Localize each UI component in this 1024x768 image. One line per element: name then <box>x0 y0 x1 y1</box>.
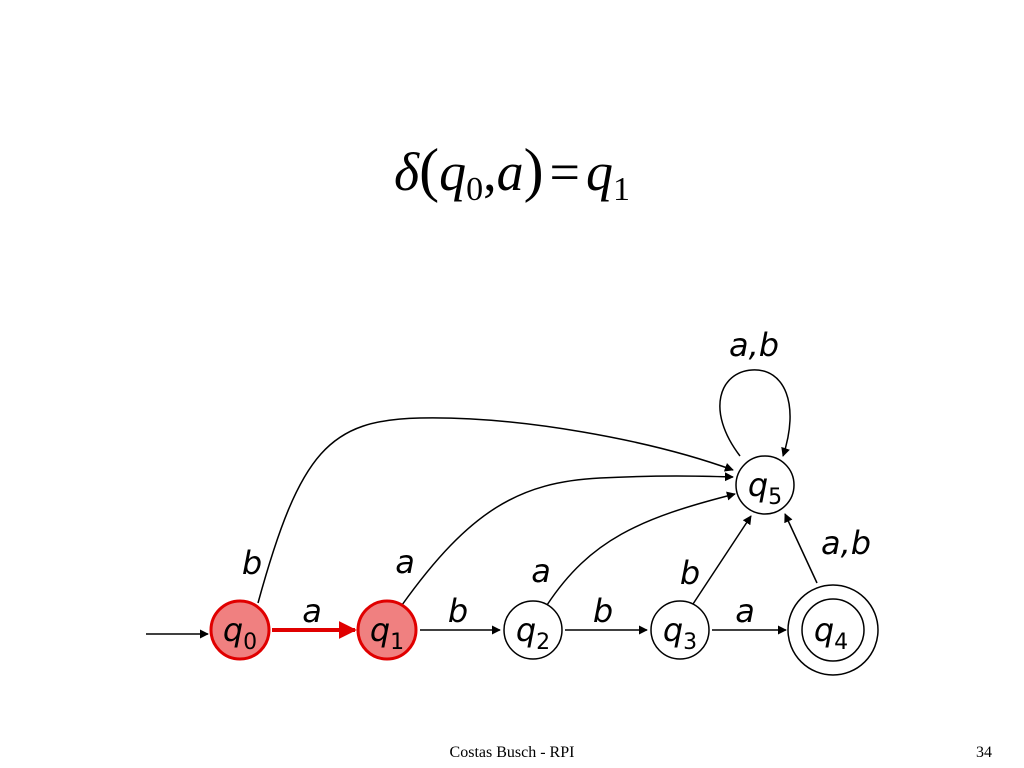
svg-text:q3: q3 <box>663 611 697 655</box>
label-q2-q3: b <box>593 592 613 630</box>
svg-text:q2: q2 <box>516 611 550 655</box>
state-q0-index: 0 <box>243 630 257 655</box>
label-q3-q5: b <box>680 554 700 592</box>
edge-q0-q5 <box>257 417 734 604</box>
svg-text:q0: q0 <box>223 611 257 655</box>
state-q5: q5 <box>735 455 795 515</box>
open-paren: ( <box>419 137 440 203</box>
label-q5-self-loop: a,b <box>729 326 779 364</box>
page-number: 34 <box>976 744 992 761</box>
state-q4-index: 4 <box>834 630 848 655</box>
svg-text:q5: q5 <box>748 466 782 510</box>
equals-sign: = <box>549 142 581 202</box>
state-q4-name: q <box>814 611 834 649</box>
edge-q5-self-loop <box>719 369 791 457</box>
state-q1-index: 1 <box>390 630 404 655</box>
state-q1: q1 <box>356 599 418 661</box>
transition-formula: δ(q0,a)=q1 <box>0 140 1024 207</box>
label-q1-q5: a <box>395 543 415 581</box>
state-q3-circle <box>650 600 710 660</box>
formula-result-index: 1 <box>613 171 631 208</box>
formula-result: q <box>586 142 614 202</box>
edge-q4-q5 <box>784 513 818 584</box>
state-q4-inner-circle <box>801 598 865 662</box>
state-q5-index: 5 <box>768 485 782 510</box>
state-q2-name: q <box>516 611 536 649</box>
label-q1-q2: b <box>448 592 468 630</box>
state-q3-name: q <box>663 611 683 649</box>
state-q1-name: q <box>370 611 390 649</box>
state-q3-index: 3 <box>683 630 697 655</box>
state-q0-name: q <box>223 611 243 649</box>
svg-text:q4: q4 <box>814 611 848 655</box>
svg-text:q1: q1 <box>370 611 404 655</box>
state-q5-name: q <box>748 466 768 504</box>
state-q4: q4 <box>787 584 879 676</box>
state-q3: q3 <box>650 600 710 660</box>
close-paren: ) <box>523 137 544 203</box>
state-q2-circle <box>503 600 563 660</box>
state-q2: q2 <box>503 600 563 660</box>
formula-symbol: a <box>496 142 524 202</box>
label-q2-q5: a <box>531 552 551 590</box>
state-q5-circle <box>735 455 795 515</box>
edge-q1-q5 <box>401 472 734 606</box>
state-q0-circle <box>209 599 271 661</box>
label-q4-q5: a,b <box>821 524 871 562</box>
delta-symbol: δ <box>393 142 420 202</box>
edge-q3-q5 <box>692 515 752 605</box>
label-q0-q5: b <box>242 544 262 582</box>
formula-state-index: 0 <box>466 171 484 208</box>
formula-state: q <box>439 142 467 202</box>
state-q0: q0 <box>209 599 271 661</box>
state-q1-circle <box>356 599 418 661</box>
edge-q2-q5 <box>546 491 736 606</box>
state-q2-index: 2 <box>536 630 550 655</box>
comma: , <box>483 142 497 202</box>
label-q0-q1: a <box>302 592 322 630</box>
label-q3-q4: a <box>735 592 755 630</box>
footer-author: Costas Busch - RPI <box>449 744 575 761</box>
